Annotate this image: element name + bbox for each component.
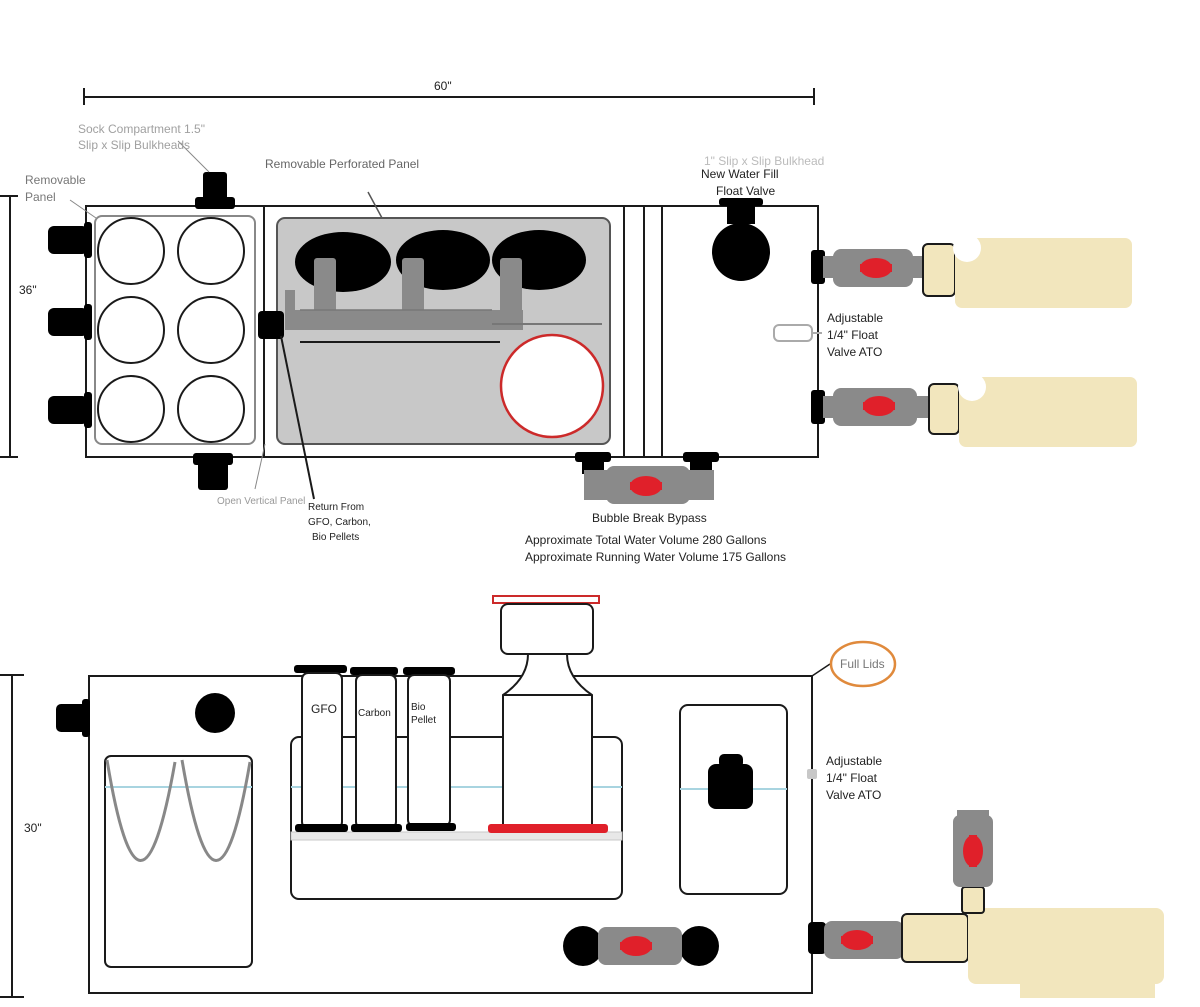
bio-pellet-reactor [403,667,456,831]
open-vertical-label: Open Vertical Panel [217,496,305,507]
bulkhead [48,226,88,254]
side-view: 30" [0,595,1164,998]
filter-sock [97,217,165,285]
filter-sock [177,296,245,364]
depth-dim-label: 36" [19,283,37,297]
full-lids-label: Full Lids [840,657,885,671]
side-left-bulkhead [56,699,90,737]
height-dim-label: 30" [24,821,42,835]
sock-chamber-side [104,755,253,968]
skimmer-top [295,232,391,292]
side-ato-label-1: Adjustable [826,754,882,768]
return-bulkhead [258,311,284,339]
running-volume-label: Approximate Running Water Volume 175 Gal… [525,550,786,564]
filter-sock [177,375,245,443]
filter-sock-side [180,759,252,862]
gfo-label: GFO [311,702,337,716]
side-ato-label-2: 1/4" Float [826,771,878,785]
protein-skimmer [488,595,608,833]
sock-top-bulkhead [195,172,235,209]
sock-label-2: Slip x Slip Bulkheads [78,138,190,152]
ato-label-3: Valve ATO [827,345,882,359]
side-drain-hole [195,693,235,733]
removable-label-1: Removable [25,173,86,187]
bio-label-2: Pellet [411,715,436,726]
bulkhead [48,308,88,336]
left-bulkheads [48,222,92,428]
side-float-valve [708,754,753,809]
removable-label-2: Panel [25,190,56,204]
depth-dimension: 36" [0,195,37,458]
new-water-float-valve [712,198,770,281]
ato-float-side [807,769,817,779]
filter-sock [97,375,165,443]
fill-label-1: New Water Fill [701,167,779,181]
width-dim-label: 60" [434,79,452,93]
gfo-reactor [294,665,348,832]
filter-sock-side [105,759,177,862]
total-volume-label: Approximate Total Water Volume 280 Gallo… [525,533,766,547]
reactor-top [499,333,605,439]
fill-label-2: Float Valve [716,184,775,198]
return-label-3: Bio Pellets [312,532,359,543]
full-lids-callout [829,640,897,688]
side-bypass [563,926,719,966]
filter-socks [97,217,245,443]
ato-float-top [773,324,813,342]
return-pump-1 [811,234,1132,308]
return-label-1: Return From [308,502,364,513]
ato-label-1: Adjustable [827,311,883,325]
ato-label-2: 1/4" Float [827,328,879,342]
bypass-label: Bubble Break Bypass [592,511,707,525]
side-return-pump [808,810,1164,998]
carbon-reactor [350,667,402,832]
skimmers [295,230,586,292]
sock-bottom-bulkhead [193,453,233,490]
perforated-label: Removable Perforated Panel [265,157,419,171]
bulkhead-1in-label: 1" Slip x Slip Bulkhead [704,154,824,168]
height-dimension: 30" [0,674,42,998]
filter-sock [97,296,165,364]
carbon-label: Carbon [358,708,391,719]
bulkhead [48,396,88,424]
return-pump-2 [811,373,1137,447]
top-view: 60" 36" [0,79,1137,564]
side-ato-label-3: Valve ATO [826,788,881,802]
width-dimension: 60" [83,79,815,105]
filter-sock [177,217,245,285]
bubble-break-bypass [575,452,719,504]
return-label-2: GFO, Carbon, [308,517,371,528]
sock-label-1: Sock Compartment 1.5" [78,122,205,136]
bio-label-1: Bio [411,702,426,713]
